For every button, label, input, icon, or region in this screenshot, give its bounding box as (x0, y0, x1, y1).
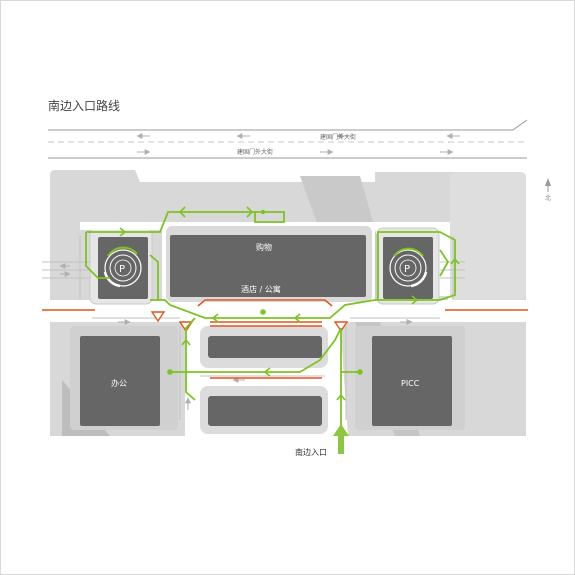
svg-text:北: 北 (545, 194, 551, 202)
parking-label-left: P (119, 264, 125, 275)
entrance-label: 南边入口 (295, 447, 327, 457)
parking-icon: P (103, 246, 142, 288)
direction-arrow-icon (59, 263, 413, 410)
road-label-top: 建国门外大街 (320, 133, 356, 141)
picc-building (372, 336, 452, 426)
route-nodes (167, 209, 363, 375)
road-label-bottom: 建国门外大街 (237, 148, 273, 156)
orange-restriction-lines (42, 299, 528, 379)
north-road: 建国门外大街 建国门外大街 (48, 119, 528, 159)
shopping-building (170, 235, 366, 297)
office-building (80, 336, 160, 426)
direction-arrow-icon (119, 206, 460, 401)
service-lanes (42, 236, 465, 420)
buildings: 购物 酒店 / 公寓 办公 PICC (80, 235, 452, 426)
green-route (85, 211, 456, 440)
entrance-arrow-icon (333, 424, 349, 454)
retail-block-lower (208, 396, 322, 426)
hotel-apartment-label: 酒店 / 公寓 (241, 284, 281, 294)
parking-label-right: P (404, 264, 410, 275)
north-arrow-icon: 北 (545, 178, 551, 202)
parking-icon: P (389, 247, 428, 288)
picc-label: PICC (401, 379, 420, 388)
shopping-label: 购物 (256, 242, 272, 252)
office-label: 办公 (111, 378, 127, 388)
retail-block-upper (208, 336, 322, 358)
page-title: 南边入口路线 (48, 99, 121, 113)
